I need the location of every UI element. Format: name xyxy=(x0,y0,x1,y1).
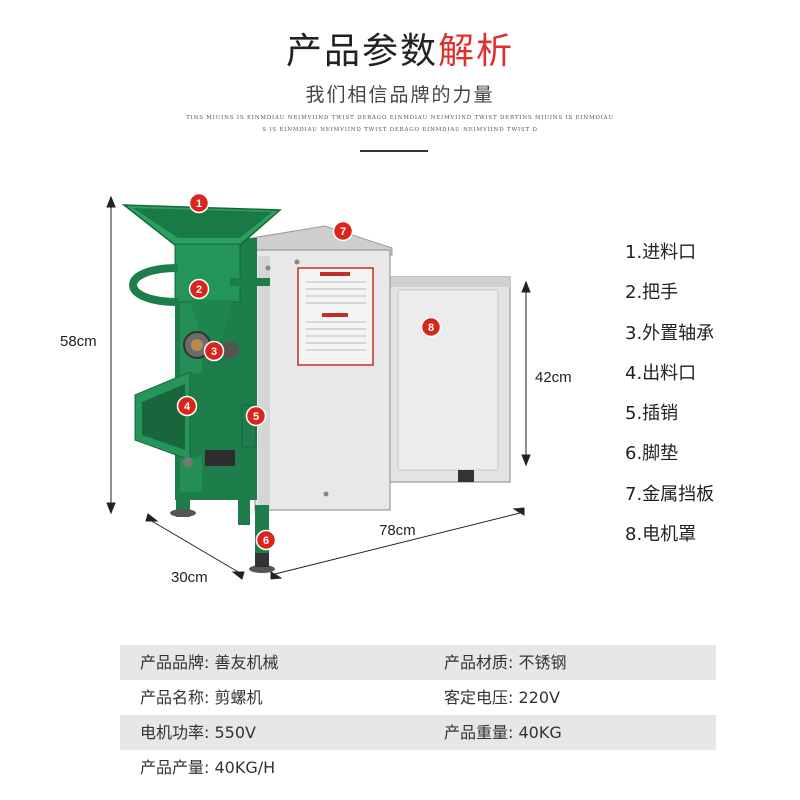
part-item-outlet: 4.出料口 xyxy=(625,362,697,384)
marker-3-label: 3 xyxy=(211,346,217,358)
motor-cover xyxy=(384,276,511,483)
spec-voltage: 客定电压: 220V xyxy=(444,688,560,707)
spec-product-name: 产品名称: 剪螺机 xyxy=(140,688,263,707)
title-accent: 解析 xyxy=(438,31,515,72)
main-housing xyxy=(239,225,393,511)
part-item-pin: 5.插销 xyxy=(625,403,679,425)
dim-length: 78cm xyxy=(379,522,416,539)
spec-table: 产品品牌: 善友机械 产品材质: 不锈钢 产品名称: 剪螺机 客定电压: 220… xyxy=(120,645,716,785)
dim-depth: 30cm xyxy=(171,569,208,586)
dim-height-total: 58cm xyxy=(60,333,97,350)
spec-row: 产品品牌: 善友机械 产品材质: 不锈钢 xyxy=(120,645,716,680)
marker-3 xyxy=(203,340,225,362)
page-subtitle: 我们相信品牌的力量 xyxy=(305,84,495,106)
decor-text-line-1: TINS MIUINS IS EINMDIAU NEIMVIIND TWIST … xyxy=(186,115,614,121)
part-item-foot-pad: 6.脚垫 xyxy=(625,443,679,465)
marker-7-label: 7 xyxy=(340,226,346,238)
spec-row: 产品产量: 40KG/H xyxy=(120,750,716,785)
machine-diagram: 58cm 42cm 78cm 30cm 1 7 2 8 3 4 5 6 xyxy=(60,192,572,586)
part-item-handle: 2.把手 xyxy=(625,282,679,304)
handle xyxy=(129,264,270,306)
page-title: 产品参数解析 xyxy=(0,22,800,74)
parts-legend: 1.进料口 2.把手 3.外置轴承 4.出料口 5.插销 6.脚垫 7.金属挡板… xyxy=(625,240,714,562)
spec-motor-power: 电机功率: 550V xyxy=(140,723,256,742)
marker-1-label: 1 xyxy=(196,198,202,210)
marker-6-label: 6 xyxy=(263,535,269,547)
spec-material: 产品材质: 不锈钢 xyxy=(444,653,567,672)
feed-hopper xyxy=(121,204,282,340)
spec-row: 电机功率: 550V 产品重量: 40KG xyxy=(120,715,716,750)
decor-text-line-2: S IS EINMDIAU NEIMVIIND TWIST DEBAGO EIN… xyxy=(262,127,538,133)
marker-7 xyxy=(332,220,354,242)
spec-output: 产品产量: 40KG/H xyxy=(140,758,276,777)
part-item-feed-inlet: 1.进料口 xyxy=(625,242,697,263)
dimension-lines xyxy=(106,195,531,580)
part-item-metal-shield: 7.金属挡板 xyxy=(625,483,715,505)
marker-4-label: 4 xyxy=(184,401,191,413)
dim-height-motor: 42cm xyxy=(535,369,572,386)
part-item-bearing: 3.外置轴承 xyxy=(625,322,715,344)
marker-5-label: 5 xyxy=(253,411,259,423)
marker-1 xyxy=(188,192,210,214)
spec-brand: 产品品牌: 善友机械 xyxy=(140,653,279,672)
marker-8-label: 8 xyxy=(428,322,434,334)
title-main: 产品参数 xyxy=(285,31,438,72)
spec-weight: 产品重量: 40KG xyxy=(444,723,562,742)
marker-8 xyxy=(420,316,442,338)
marker-6 xyxy=(255,529,277,551)
marker-5 xyxy=(245,405,267,427)
marker-2-label: 2 xyxy=(196,284,202,296)
discharge-outlet xyxy=(134,371,257,467)
marker-2 xyxy=(188,278,210,300)
spec-row: 产品名称: 剪螺机 客定电压: 220V xyxy=(120,680,716,715)
marker-4 xyxy=(176,395,198,417)
title-underline xyxy=(360,150,428,152)
part-item-motor-cover: 8.电机罩 xyxy=(625,524,697,546)
